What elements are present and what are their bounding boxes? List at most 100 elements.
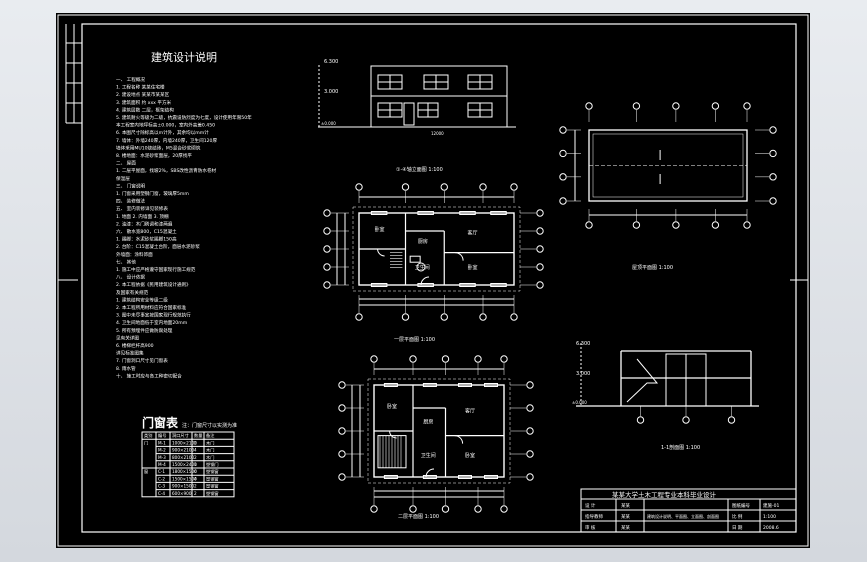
table-cell: 2: [194, 440, 197, 445]
table-cell: C-3: [158, 484, 165, 489]
design-note-line: 8. 楼地面：水泥砂浆面层，20厚找平: [116, 152, 192, 159]
title-block-r0-c3: 建施-01: [763, 502, 779, 509]
design-note-line: 3. 建筑面积 约 xxx 平方米: [116, 99, 172, 106]
table-cell: M-3: [158, 455, 166, 460]
title-block-r0-c1: 某某: [621, 503, 630, 509]
table-cell: 塑钢窗: [206, 475, 219, 482]
table-cell: 1500×1500: [172, 476, 197, 481]
roof-plan-title: 屋顶平面图 1:100: [632, 265, 673, 271]
design-note-line: 及国家有关规范: [116, 289, 149, 296]
design-note-line: 6. 本图尺寸除标高以m计外，其余均以mm计: [116, 129, 209, 136]
section-title: 1-1剖面图 1:100: [661, 444, 700, 451]
table-cell: 备注: [206, 432, 215, 439]
design-note-line: 2. 台阶：C15混凝土台阶，面层水泥砂浆: [116, 243, 200, 250]
design-note-line: 详见标准图集: [116, 350, 144, 357]
title-block-r1-c1: 某某: [621, 514, 630, 520]
design-note-line: 2. 油漆：木门刷调和漆两遍: [116, 220, 173, 227]
table-cell: 塑钢门: [206, 461, 219, 468]
title-block-r2-c1: 某某: [621, 525, 630, 531]
table-cell: 1000×2100: [172, 440, 197, 445]
table-cell: 木门: [206, 439, 214, 446]
roof-plan: [559, 102, 777, 229]
table-cell: 1800×1500: [172, 469, 197, 474]
table-cell: 900×1500: [172, 484, 194, 489]
room-label: 客厅: [468, 230, 478, 237]
design-note-line: 四、 装修做法: [116, 198, 145, 205]
design-note-line: 八、 设计依据: [116, 274, 145, 281]
design-note-line: 6. 楼梯栏杆高900: [116, 342, 154, 349]
room-label: 卫生间: [421, 452, 436, 459]
design-note-line: 5. 所有预埋件应做防腐处理: [116, 327, 173, 334]
design-note-line: 2. 本工程所用材料应符合国家标准: [116, 304, 187, 311]
design-note-line: 1. 建筑结构安全等级二级: [116, 296, 168, 303]
elevation-dimension: 12000: [431, 131, 444, 136]
design-note-line: 5. 建筑耐火等级为二级，抗震设防烈度为七度，设计使用年限50年: [116, 114, 252, 121]
design-note-line: 保温层: [116, 175, 130, 182]
title-block-r2-c0: 审 核: [585, 524, 596, 531]
section-1-1: [576, 343, 759, 424]
door-window-table-note: 注：门窗尺寸以实测为准: [182, 422, 237, 429]
sheet-frame: [57, 14, 809, 547]
title-block: 某某大学土木工程专业本科毕业设计 设 计 某某 图纸编号 建施-01 指导教师 …: [580, 488, 797, 533]
table-cell: 数量: [194, 432, 202, 439]
design-note-line: 2. 本工程依据《民用建筑设计通则》: [116, 281, 191, 288]
table-cell: M-1: [158, 440, 166, 445]
design-note-line: 1. 踢脚：水泥砂浆踢脚150高: [116, 236, 177, 243]
design-note-line: 七、 其他: [116, 258, 136, 265]
title-block-drawing-name: 建筑设计说明、平面图、立面图、剖面图: [647, 513, 719, 519]
table-cell: 4: [194, 476, 197, 481]
design-note-line: 本工程室内地坪标高±0.000，室内外高差0.450: [116, 122, 215, 129]
table-cell: C-1: [158, 469, 165, 474]
design-note-line: 2. 建设地点 某某市某某区: [116, 91, 170, 98]
room-label: 卧室: [465, 452, 475, 459]
table-cell: 塑钢窗: [206, 468, 219, 475]
table-cell: C-2: [158, 476, 165, 481]
design-note-line: 十、 施工时应与各工种密切配合: [116, 372, 182, 379]
table-cell: 900×2100: [172, 448, 194, 453]
second-floor-plan: 卧室厨房客厅卫生间卧室: [338, 355, 534, 513]
room-label: 卧室: [468, 264, 478, 271]
design-note-line: 1. 地面 2. 内墙面 3. 顶棚: [116, 213, 169, 220]
room-label: 卧室: [375, 226, 385, 233]
design-notes-title: 建筑设计说明: [151, 50, 217, 64]
room-label: 卫生间: [415, 264, 430, 271]
design-note-line: 外墙面：涂料饰面: [116, 251, 153, 258]
table-cell: 2: [194, 484, 197, 489]
design-note-line: 7. 墙体：外墙240厚，内墙240厚，卫生间120厚: [116, 137, 217, 144]
title-block-school: 某某大学土木工程专业本科毕业设计: [612, 490, 717, 499]
table-cell: 6: [194, 469, 197, 474]
table-cell: 编号: [158, 432, 166, 439]
title-block-r0-c2: 图纸编号: [732, 502, 750, 509]
design-note-line: 三、 门窗说明: [116, 182, 145, 189]
design-note-line: 五、 室内装修详见装修表: [116, 205, 168, 212]
table-cell: 塑钢窗: [206, 490, 219, 497]
second-floor-plan-title: 二层平面图 1:100: [398, 514, 439, 520]
table-cell: 4: [194, 448, 197, 453]
title-block-r2-c2: 日 期: [732, 525, 743, 531]
design-note-line: 7. 门窗洞口尺寸见门窗表: [116, 357, 168, 364]
design-note-line: 1. 门窗采用塑钢门窗，玻璃厚5mm: [116, 190, 189, 197]
title-block-r1-c0: 指导教师: [585, 513, 603, 520]
elevation-level-mid: 3.000: [324, 89, 338, 95]
table-cell: 1: [194, 462, 197, 467]
front-elevation: [318, 65, 516, 128]
table-cell: 600×900: [172, 491, 192, 496]
table-cell: 洞口尺寸: [172, 432, 189, 439]
ground-floor-plan: 卧室厨房客厅卫生间卧室: [323, 183, 544, 321]
design-note-line: 3. 图中未尽事宜按国家现行规范执行: [116, 312, 191, 319]
elevation-level-base: ±0.000: [321, 121, 336, 126]
title-block-r1-c2: 比 例: [732, 513, 743, 520]
table-cell: 门: [144, 439, 148, 446]
table-cell: 木门: [206, 447, 214, 454]
section-level-top: 6.300: [576, 341, 590, 347]
design-note-line: 4. 建筑层数 二层，框架结构: [116, 106, 174, 113]
table-cell: 木门: [206, 454, 214, 461]
design-note-line: 二、 屋面: [116, 161, 136, 167]
design-note-line: 墙体采用MU10烧结砖，M5混合砂浆砌筑: [116, 144, 201, 151]
table-cell: M-2: [158, 448, 166, 453]
